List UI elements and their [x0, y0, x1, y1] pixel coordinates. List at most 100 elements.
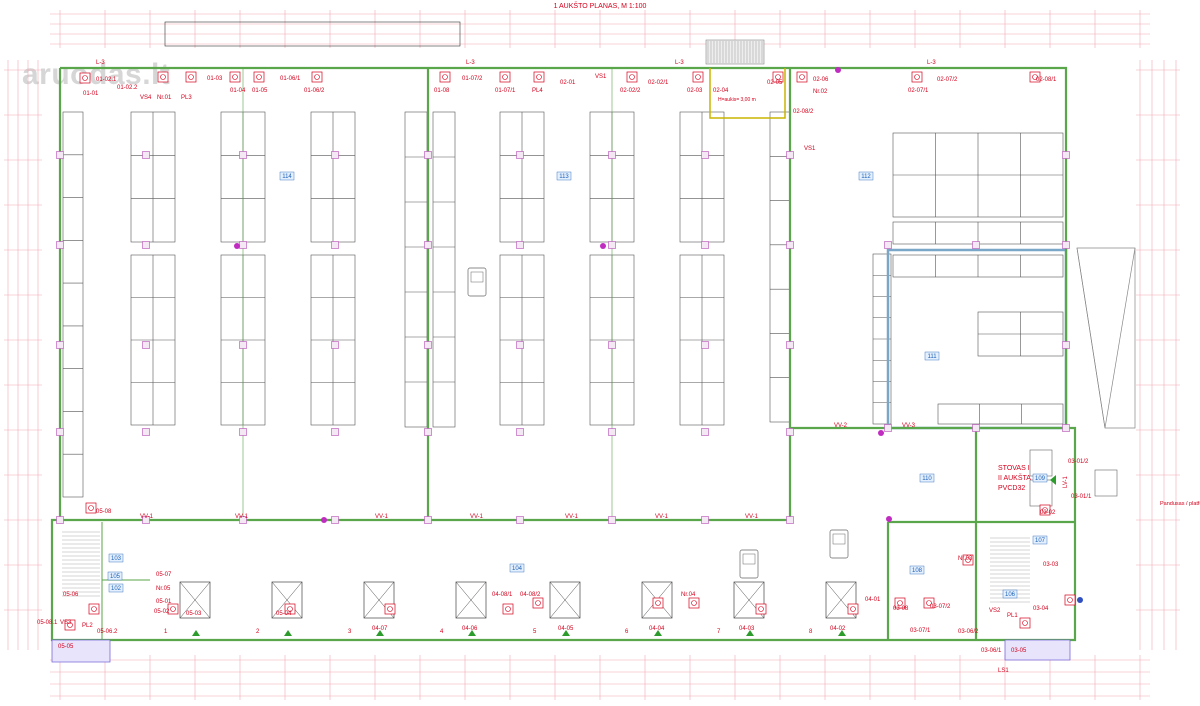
room-number: 112	[861, 174, 871, 180]
plan-title: 1 AUKŠTO PLANAS, M 1:100	[553, 3, 647, 10]
device-symbol	[167, 603, 179, 615]
ramp-line	[1104, 247, 1136, 429]
forklift-outline	[1029, 479, 1053, 507]
marker-dot	[1077, 597, 1083, 603]
device-symbol	[439, 71, 451, 83]
structural-column	[786, 241, 794, 249]
gate-marker	[654, 630, 662, 636]
stovas-label: STOVAS I	[998, 465, 1030, 472]
symbol-label: 01-06/2	[304, 88, 325, 94]
wall-line	[60, 426, 1066, 522]
symbol-label: 03-07/2	[930, 604, 951, 610]
structural-column	[701, 516, 709, 524]
structural-column	[516, 241, 524, 249]
structural-column	[516, 516, 524, 524]
device-symbol-dot	[897, 600, 903, 606]
structural-column	[142, 516, 150, 524]
symbol-label: 04-08/2	[520, 592, 541, 598]
gate-marker	[562, 630, 570, 636]
forklift-cab	[742, 553, 756, 565]
symbol-label: 03-04	[1033, 606, 1049, 612]
device-symbol	[911, 71, 923, 83]
entrance-area	[51, 639, 111, 663]
symbol-label: L-3	[927, 60, 936, 66]
structural-column	[786, 151, 794, 159]
symbol-label: 03-01/1	[1071, 494, 1092, 500]
device-symbol-dot	[287, 606, 293, 612]
entrance-arrow	[1050, 475, 1056, 485]
rack-block	[937, 403, 1064, 425]
device-symbol	[1029, 71, 1041, 83]
symbol-label: L-3	[675, 60, 684, 66]
symbol-label: 02-02/2	[620, 88, 641, 94]
structural-column	[786, 516, 794, 524]
rack-block	[62, 111, 84, 498]
structural-column	[701, 241, 709, 249]
device-symbol	[923, 597, 935, 609]
device-symbol-dot	[82, 75, 88, 81]
device-symbol	[626, 71, 638, 83]
symbol-label: 02-07/1	[908, 88, 929, 94]
symbol-label: 01-03	[207, 76, 223, 82]
office-outline	[709, 68, 786, 119]
gate-number: 4	[440, 629, 444, 635]
ramp-line	[1076, 247, 1106, 429]
symbol-label: 05-06	[63, 592, 79, 598]
structural-column	[56, 341, 64, 349]
columns	[56, 67, 1070, 524]
device-symbol	[772, 71, 784, 83]
device-symbol	[85, 502, 97, 514]
device-symbol-dot	[536, 74, 542, 80]
symbol-label: 01-04	[230, 88, 246, 94]
device-symbol-dot	[691, 600, 697, 606]
device-symbol-dot	[502, 74, 508, 80]
device-symbol	[229, 71, 241, 83]
symbol-label: 04-06	[462, 626, 478, 632]
rack-block	[404, 111, 428, 428]
device-symbol-dot	[965, 557, 971, 563]
symbol-label: 05-05	[58, 644, 74, 650]
symbol-label: 03-06/2	[958, 629, 979, 635]
symbol-label: 05-08.1	[37, 620, 58, 626]
room-number: 109	[1035, 476, 1046, 482]
dock-door	[549, 581, 581, 619]
device-symbol-dot	[1022, 620, 1028, 626]
wall-tag: VV-1	[565, 514, 579, 520]
sensor-dot	[321, 517, 327, 523]
room-number: 102	[111, 586, 122, 592]
room-number: 103	[111, 556, 122, 562]
symbol-label: 05-06.2	[97, 629, 118, 635]
sensor-dot	[878, 430, 884, 436]
gate-number: 6	[625, 629, 629, 635]
symbol-label: 02-05	[767, 80, 783, 86]
dock-door	[271, 581, 303, 619]
symbol-label: 04-08/1	[492, 592, 513, 598]
structural-column	[884, 424, 892, 432]
structural-column	[331, 241, 339, 249]
gate-marker	[838, 630, 846, 636]
forklift-outline	[1029, 449, 1053, 477]
dock-door	[179, 581, 211, 619]
structural-column	[972, 241, 980, 249]
symbol-label: 04-02	[830, 626, 846, 632]
symbol-label: 04-07	[372, 626, 388, 632]
forklift-cab	[470, 271, 484, 283]
structural-column	[424, 516, 432, 524]
symbol-label: 05-03	[186, 611, 202, 617]
symbol-label: 02-06	[813, 77, 829, 83]
structural-column	[239, 428, 247, 436]
symbol-label: VS4	[140, 95, 152, 101]
room-number: 106	[1005, 592, 1016, 598]
dock-cross	[363, 581, 395, 619]
gate-number: 1	[164, 629, 168, 635]
symbol-label: 02-02/1	[648, 80, 669, 86]
structural-column	[56, 516, 64, 524]
forklift-cab	[832, 533, 846, 545]
structural-column	[608, 151, 616, 159]
ramp-platform	[1076, 247, 1136, 429]
device-symbol-dot	[67, 622, 73, 628]
symbol-label: 01-05	[252, 88, 268, 94]
symbol-label: 03-05	[1011, 648, 1027, 654]
symbol-label: 05-02	[154, 609, 170, 615]
symbol-label: L-3	[96, 60, 105, 66]
